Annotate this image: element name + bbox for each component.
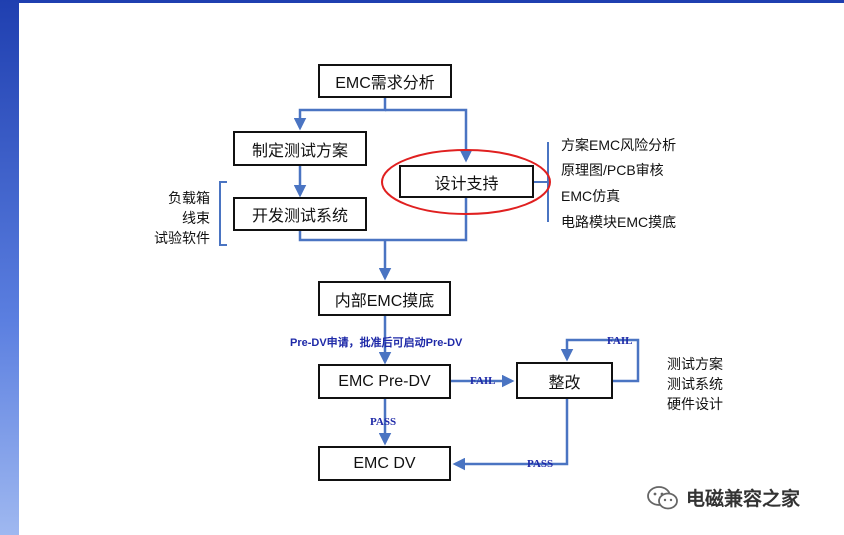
design-support-highlight [381,149,551,215]
slide-top-line [19,0,844,3]
arrow-req-to-plan [293,97,387,131]
right-item: 电路模块EMC摸底 [561,214,677,230]
pass-label-predv: PASS [370,416,397,428]
wechat-icon [647,485,678,509]
rectify-item: 硬件设计 [667,396,723,412]
left-item: 线束 [182,210,210,226]
box-test-plan: 制定测试方案 [233,131,367,166]
box-internal-emc: 内部EMC摸底 [318,281,451,316]
box-emc-dv: EMC DV [318,446,451,481]
box-emc-requirement: EMC需求分析 [318,64,452,98]
right-item: 原理图/PCB审核 [561,162,664,178]
box-rectify: 整改 [516,362,613,399]
predv-note-label: Pre-DV申请，批准后可启动Pre-DV [290,337,463,349]
slide-side-bar [0,0,19,535]
rectify-item: 测试方案 [667,356,723,372]
fail-label-predv: FAIL [470,375,496,387]
box-emc-predv: EMC Pre-DV [318,364,451,399]
left-item: 试验软件 [154,230,210,246]
arrow-dev-merge [298,230,385,242]
left-item: 负载箱 [168,190,210,206]
watermark: 电磁兼容之家 [646,484,800,511]
arrow-rectify-to-dv [452,398,569,471]
box-dev-test-system: 开发测试系统 [233,197,367,231]
arrow-rectify-loop [560,338,640,383]
arrow-req-to-design [385,108,473,163]
pass-label-rectify: PASS [527,458,554,470]
right-item: EMC仿真 [561,188,621,204]
box-design-support: 设计支持 [399,165,534,198]
arrow-design-merge [385,197,468,242]
watermark-text: 电磁兼容之家 [686,489,801,510]
rectify-item: 测试系统 [667,376,723,392]
right-item: 方案EMC风险分析 [561,137,677,153]
left-bracket [219,181,227,246]
fail-label-loop: FAIL [607,335,633,347]
